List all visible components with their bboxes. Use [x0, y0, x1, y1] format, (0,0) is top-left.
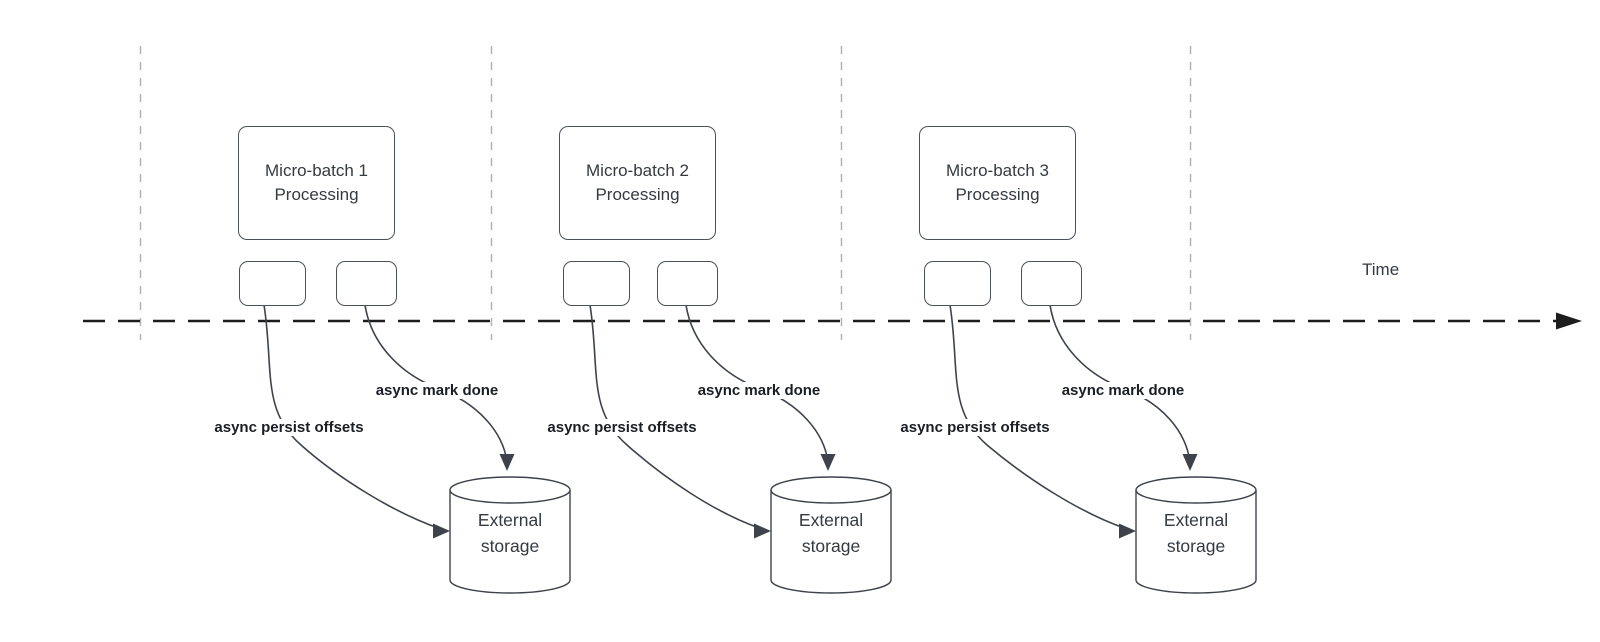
persist-offsets-arrow-2 — [589, 304, 763, 530]
mark-done-task-box-3 — [1021, 261, 1082, 306]
batch-title-line2: Processing — [595, 185, 680, 204]
storage-label-line2: storage — [1166, 536, 1226, 556]
persist-offsets-arrow-3 — [949, 304, 1128, 530]
mark-done-arrowhead-icon-1 — [499, 454, 515, 471]
mark-done-task-box-1 — [336, 261, 397, 306]
persist-offsets-label-1: async persist offsets — [211, 419, 367, 436]
micro-batch-3-processing-label: Micro-batch 3 Processing — [946, 159, 1049, 207]
micro-batch-2-processing-box: Micro-batch 2 Processing — [559, 126, 716, 240]
persist-offsets-task-box-2 — [563, 261, 630, 306]
external-storage-label-2: External storage — [771, 507, 891, 559]
storage-label-line1: External — [1163, 510, 1229, 530]
batch-title-line1: Micro-batch 1 — [265, 161, 368, 180]
storage-cylinder-2 — [770, 476, 892, 594]
mark-done-label-2: async mark done — [694, 382, 824, 399]
external-storage-label-3: External storage — [1136, 507, 1256, 559]
mark-done-arrowhead-icon-2 — [820, 454, 836, 471]
persist-offsets-task-box-1 — [239, 261, 306, 306]
external-storage-label-1: External storage — [450, 507, 570, 559]
storage-label-line1: External — [798, 510, 864, 530]
mark-done-label-1: async mark done — [372, 382, 502, 399]
storage-cylinder-3 — [1135, 476, 1257, 594]
time-axis-arrowhead-icon — [1556, 312, 1582, 330]
micro-batch-3-processing-box: Micro-batch 3 Processing — [919, 126, 1076, 240]
mark-done-arrowhead-icon-3 — [1182, 454, 1198, 471]
persist-offsets-arrowhead-icon-1 — [433, 523, 450, 539]
micro-batch-2-processing-label: Micro-batch 2 Processing — [586, 159, 689, 207]
mark-done-task-box-2 — [657, 261, 718, 306]
storage-label-line2: storage — [480, 536, 540, 556]
storage-label-line1: External — [477, 510, 543, 530]
batch-title-line1: Micro-batch 2 — [586, 161, 689, 180]
micro-batch-1-processing-box: Micro-batch 1 Processing — [238, 126, 395, 240]
persist-offsets-arrowhead-icon-2 — [754, 523, 771, 539]
storage-cylinder-1 — [449, 476, 571, 594]
persist-offsets-label-3: async persist offsets — [897, 419, 1053, 436]
mark-done-label-3: async mark done — [1058, 382, 1188, 399]
batch-title-line1: Micro-batch 3 — [946, 161, 1049, 180]
batch-title-line2: Processing — [955, 185, 1040, 204]
time-label: Time — [1362, 260, 1400, 279]
persist-offsets-label-2: async persist offsets — [544, 419, 700, 436]
batch-title-line2: Processing — [274, 185, 359, 204]
micro-batch-1-processing-label: Micro-batch 1 Processing — [265, 159, 368, 207]
persist-offsets-arrow-1 — [263, 304, 442, 530]
persist-offsets-task-box-3 — [924, 261, 991, 306]
persist-offsets-arrowhead-icon-3 — [1119, 523, 1136, 539]
storage-label-line2: storage — [801, 536, 861, 556]
